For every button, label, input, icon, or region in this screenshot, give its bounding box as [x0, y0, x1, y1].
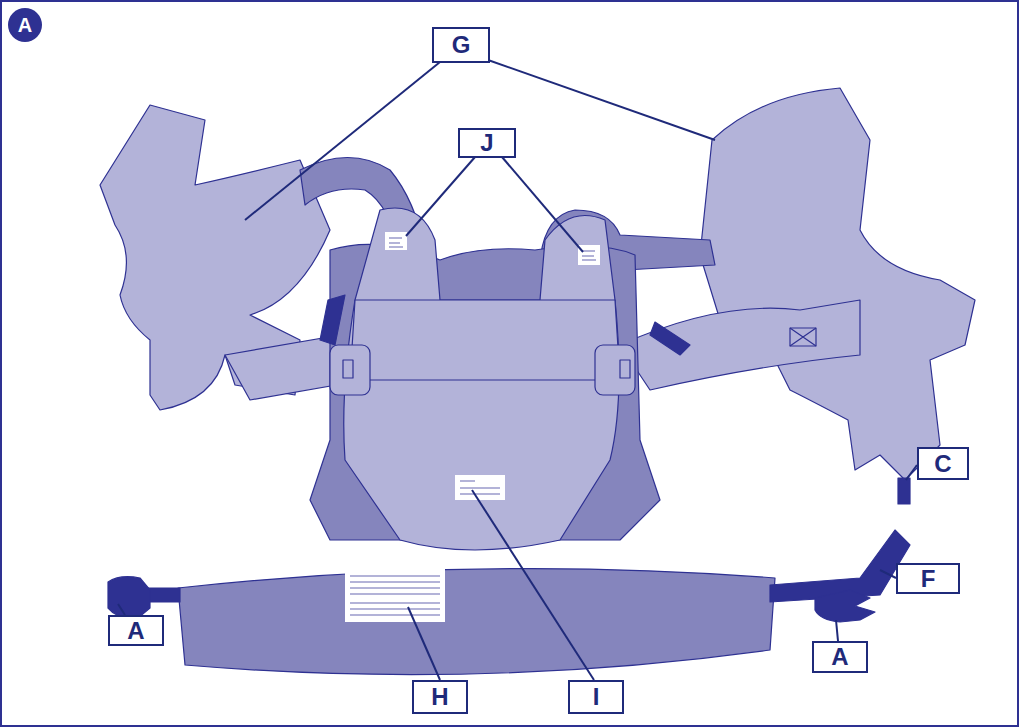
stitch-box	[790, 328, 816, 346]
callout-letter-text: C	[934, 452, 951, 476]
front-panel	[344, 208, 619, 550]
waist-strap	[770, 530, 910, 602]
buckle-male	[815, 590, 875, 622]
leader-line	[472, 490, 594, 680]
leader-line	[118, 604, 125, 615]
care-tag	[345, 568, 445, 622]
badge-fill	[8, 8, 42, 42]
leader-line	[406, 157, 475, 236]
care-tag	[385, 232, 407, 250]
tab-slot	[343, 360, 353, 378]
leader-line	[245, 62, 440, 220]
tag-print	[460, 481, 500, 494]
callout-letter: F	[896, 563, 960, 594]
callout-letter: H	[412, 680, 468, 714]
right-fabric-panel	[700, 88, 975, 480]
webbing	[650, 322, 690, 355]
tag-print	[350, 576, 440, 615]
figure-badge: A	[8, 8, 42, 42]
left-shoulder-strap	[300, 158, 425, 256]
leader-line	[880, 570, 896, 578]
stitch-cross	[790, 328, 816, 346]
callout-letter-text: H	[431, 685, 448, 709]
side-tab	[595, 345, 635, 395]
figure-letter: A	[18, 15, 32, 35]
callout-letter-text: I	[593, 685, 600, 709]
callout-letter: I	[568, 680, 624, 714]
callout-letter: C	[917, 447, 969, 480]
leader-line	[906, 465, 917, 480]
callout-letter: A	[108, 615, 164, 646]
side-tab	[330, 345, 370, 395]
callout-letter-text: A	[127, 619, 144, 643]
leader-line	[502, 157, 583, 252]
callout-letter-text: F	[921, 567, 936, 591]
callout-letter: J	[458, 128, 516, 158]
callout-letter-text: J	[480, 131, 493, 155]
callout-letter-text: A	[831, 645, 848, 669]
care-tag	[455, 475, 505, 500]
strap-end	[898, 478, 910, 504]
buckle-female	[108, 577, 150, 619]
front-panel-top	[350, 300, 620, 380]
callout-letter: A	[812, 641, 868, 673]
leader-line	[408, 607, 440, 680]
webbing	[320, 295, 345, 345]
leader-line	[836, 620, 838, 641]
tag-print	[389, 238, 403, 247]
tag-print	[582, 251, 596, 260]
tab-slot	[620, 360, 630, 378]
waistband	[178, 569, 775, 675]
care-tag	[578, 245, 600, 265]
leader-line	[488, 60, 715, 140]
callout-letter-text: G	[452, 33, 471, 57]
right-strap-end	[620, 300, 860, 390]
callout-letter: G	[432, 27, 490, 63]
